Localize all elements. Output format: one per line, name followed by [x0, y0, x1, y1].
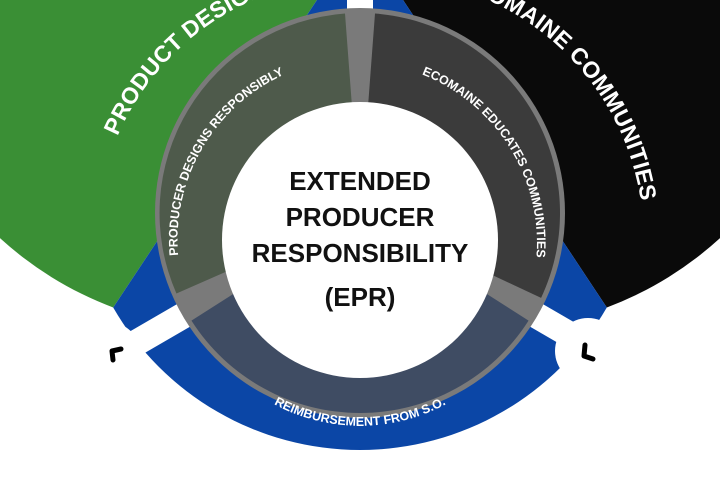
center-circle: [222, 102, 498, 378]
connector-badge-right: [555, 318, 621, 384]
chevron-up-left-icon: [109, 346, 124, 363]
chevron-down-left-icon: [581, 342, 596, 362]
center-title-line-4: (EPR): [325, 282, 396, 312]
center-title-line-1: EXTENDED: [289, 166, 431, 196]
connector-badge-left: [75, 322, 141, 388]
center-title-line-3: RESPONSIBILITY: [252, 238, 469, 268]
center-title-line-2: PRODUCER: [286, 202, 435, 232]
